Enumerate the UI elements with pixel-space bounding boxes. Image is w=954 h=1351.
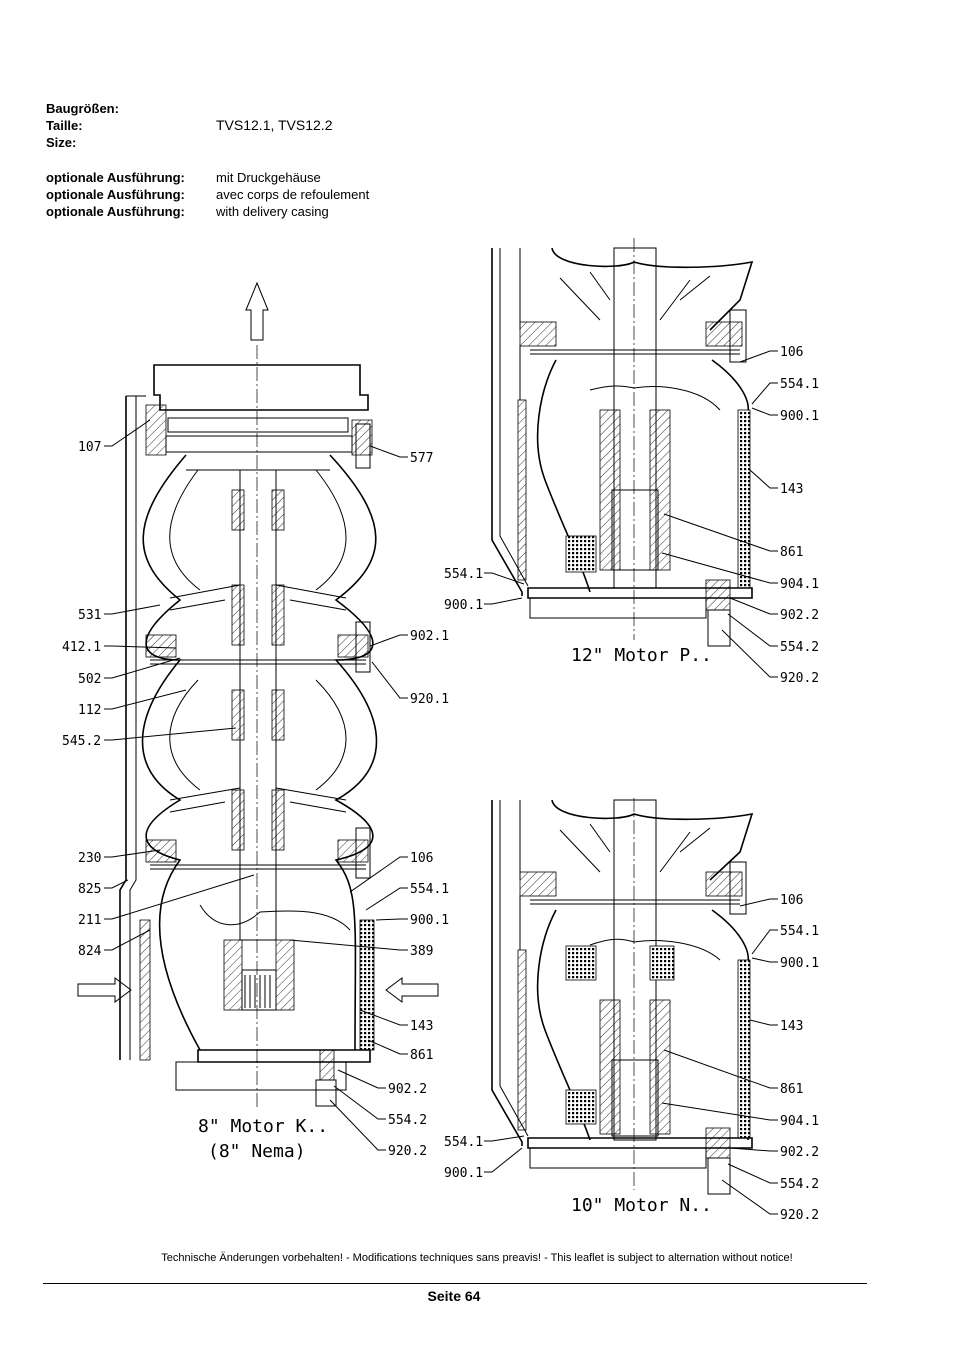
part-label: 389 <box>410 944 433 959</box>
option-value-en: with delivery casing <box>216 204 329 219</box>
part-label: 230 <box>78 851 101 866</box>
part-label: 900.1 <box>780 956 819 971</box>
part-label: 920.2 <box>388 1144 427 1159</box>
part-label: 554.1 <box>780 924 819 939</box>
size-label-fr: Taille: <box>46 118 83 133</box>
footer-notice: Technische Änderungen vorbehalten! - Mod… <box>161 1252 793 1264</box>
part-label: 112 <box>78 703 101 718</box>
part-label: 825 <box>78 882 101 897</box>
bottom-right-leaders <box>484 898 778 1215</box>
left-labels-left: 107 531 412.1 502 112 545.2 230 825 211 … <box>62 440 102 959</box>
bottom-right-labels: 554.1 900.1 106 554.1 900.1 143 861 904.… <box>444 893 819 1223</box>
top-right-caption: 12" Motor P.. <box>571 645 712 666</box>
part-label: 554.1 <box>410 882 449 897</box>
part-label: 106 <box>780 345 803 360</box>
part-label: 554.1 <box>780 377 819 392</box>
part-label: 107 <box>78 440 101 455</box>
part-label: 577 <box>410 451 433 466</box>
part-label: 900.1 <box>410 913 449 928</box>
top-right-pump-section <box>491 238 754 647</box>
part-label: 554.2 <box>388 1113 427 1128</box>
part-label: 502 <box>78 672 101 687</box>
top-right-labels: 554.1 900.1 106 554.1 900.1 143 861 904.… <box>444 345 819 686</box>
option-label-en: optionale Ausführung: <box>46 204 185 219</box>
part-label: 861 <box>410 1048 433 1063</box>
part-label: 211 <box>78 913 101 928</box>
size-value: TVS12.1, TVS12.2 <box>216 117 333 133</box>
part-label: 554.1 <box>444 567 483 582</box>
size-label-de: Baugrößen: <box>46 101 119 116</box>
part-label: 554.2 <box>780 640 819 655</box>
part-label: 554.2 <box>780 1177 819 1192</box>
size-label-en: Size: <box>46 135 77 150</box>
option-label-de: optionale Ausführung: <box>46 170 185 185</box>
part-label: 904.1 <box>780 1114 819 1129</box>
part-label: 412.1 <box>62 640 101 655</box>
top-right-leaders <box>484 350 778 678</box>
bottom-right-caption: 10" Motor N.. <box>571 1195 712 1216</box>
bottom-right-pump-section <box>491 798 754 1195</box>
part-label: 143 <box>780 482 803 497</box>
part-label: 900.1 <box>444 598 483 613</box>
part-label: 902.2 <box>388 1082 427 1097</box>
part-label: 902.2 <box>780 608 819 623</box>
footer-rule <box>43 1283 867 1284</box>
part-label: 531 <box>78 608 101 623</box>
option-label-fr: optionale Ausführung: <box>46 187 185 202</box>
part-label: 106 <box>780 893 803 908</box>
part-label: 554.1 <box>444 1135 483 1150</box>
option-value-fr: avec corps de refoulement <box>216 187 370 202</box>
part-label: 900.1 <box>780 409 819 424</box>
part-label: 920.1 <box>410 692 449 707</box>
part-label: 902.1 <box>410 629 449 644</box>
part-label: 143 <box>410 1019 433 1034</box>
part-label: 900.1 <box>444 1166 483 1181</box>
left-caption-line2: (8" Nema) <box>208 1141 306 1162</box>
part-label: 920.2 <box>780 671 819 686</box>
part-label: 904.1 <box>780 577 819 592</box>
left-pump-section <box>77 281 439 1110</box>
part-label: 106 <box>410 851 433 866</box>
left-labels-right: 577 902.1 920.1 106 554.1 900.1 389 143 … <box>388 451 449 1159</box>
left-leaders <box>104 419 408 1151</box>
part-label: 824 <box>78 944 102 959</box>
part-label: 861 <box>780 1082 803 1097</box>
part-label: 143 <box>780 1019 803 1034</box>
part-label: 902.2 <box>780 1145 819 1160</box>
part-label: 920.2 <box>780 1208 819 1223</box>
option-value-de: mit Druckgehäuse <box>216 170 321 185</box>
part-label: 545.2 <box>62 734 101 749</box>
part-label: 861 <box>780 545 803 560</box>
left-caption-line1: 8" Motor K.. <box>198 1116 328 1137</box>
page-number: Seite 64 <box>427 1288 481 1304</box>
